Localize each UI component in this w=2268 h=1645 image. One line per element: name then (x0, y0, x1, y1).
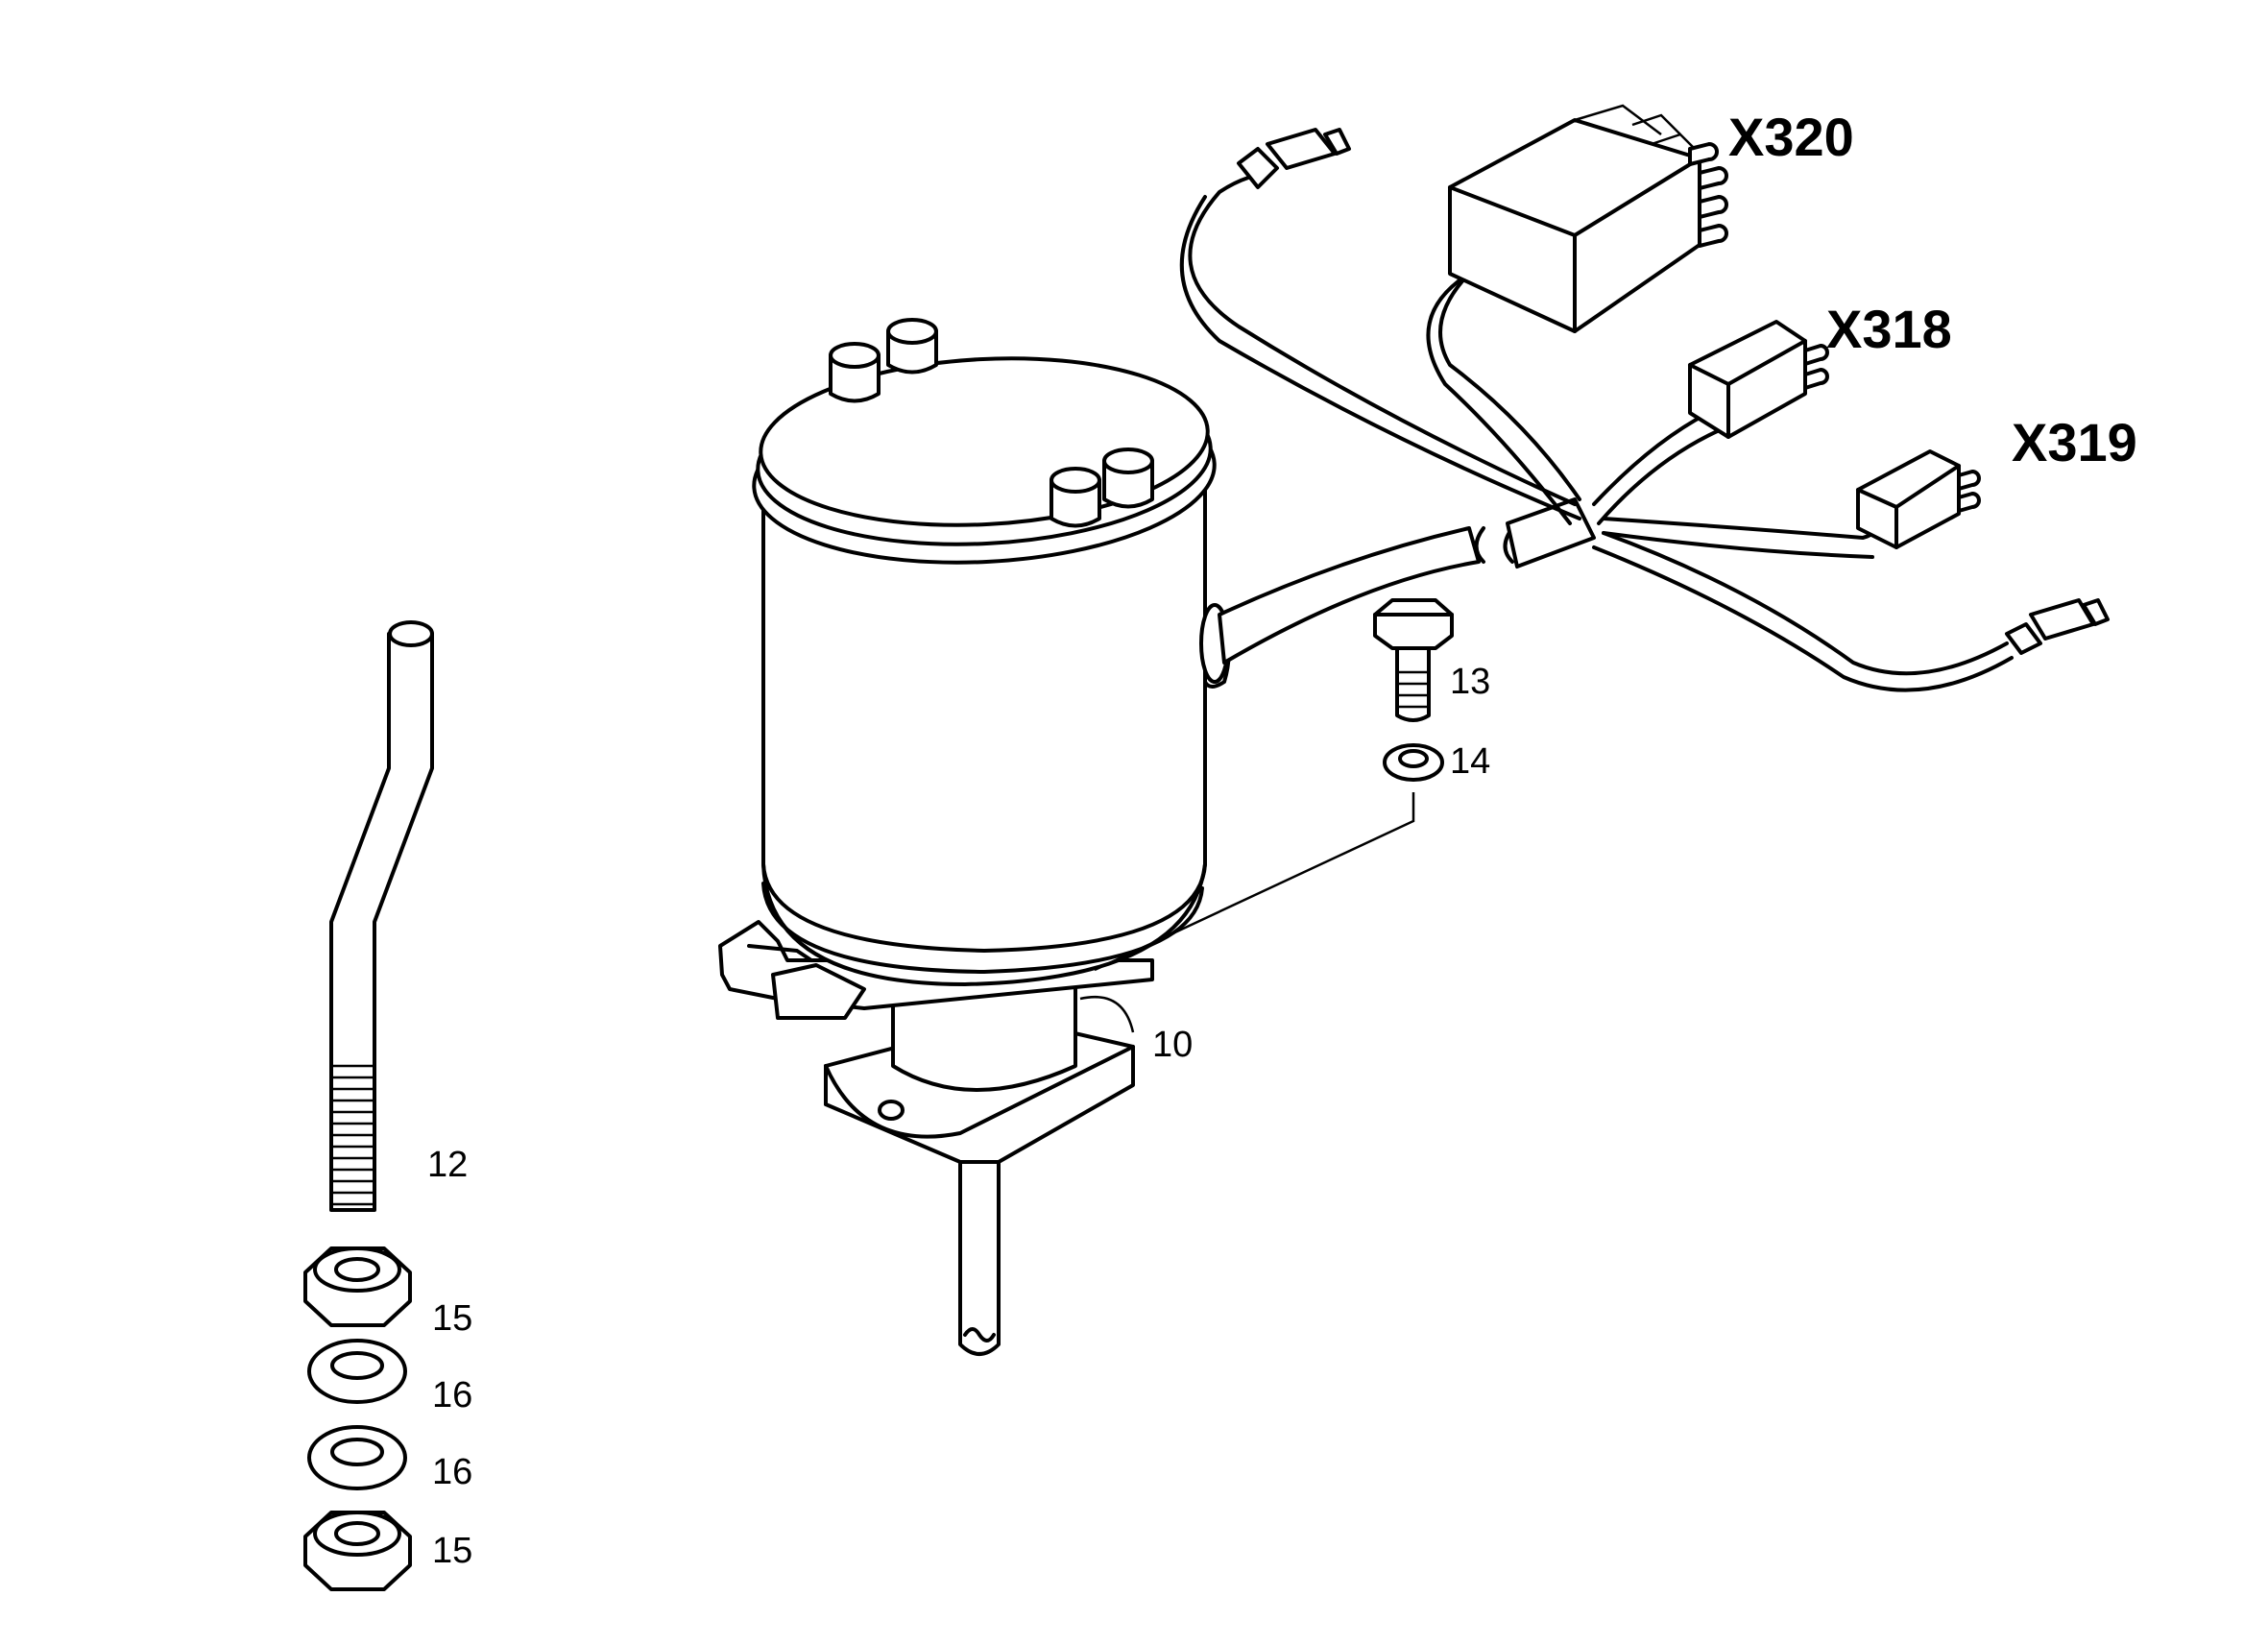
bolt-and-washer (1094, 598, 1454, 972)
washer-upper (307, 1339, 407, 1404)
label-connector-x320: X320 (1728, 107, 1854, 167)
pump-motor-assembly (718, 318, 1231, 1356)
label-part-16-upper: 16 (432, 1375, 472, 1415)
label-part-12: 12 (427, 1145, 468, 1185)
stud-assembly (303, 620, 434, 1591)
label-part-13: 13 (1450, 662, 1490, 702)
label-part-14: 14 (1450, 741, 1490, 782)
wire-harness (1179, 104, 2110, 692)
label-part-10: 10 (1152, 1025, 1193, 1065)
lid-terminal-nuts (829, 318, 1154, 528)
label-part-16-lower: 16 (432, 1452, 472, 1492)
nut-lower (303, 1511, 412, 1591)
label-part-15-upper: 15 (432, 1298, 472, 1339)
label-part-15-lower: 15 (432, 1531, 472, 1571)
label-connector-x319: X319 (2012, 412, 2137, 472)
nut-upper (303, 1246, 412, 1327)
washer-lower (307, 1425, 407, 1490)
label-connector-x318: X318 (1826, 299, 1952, 359)
